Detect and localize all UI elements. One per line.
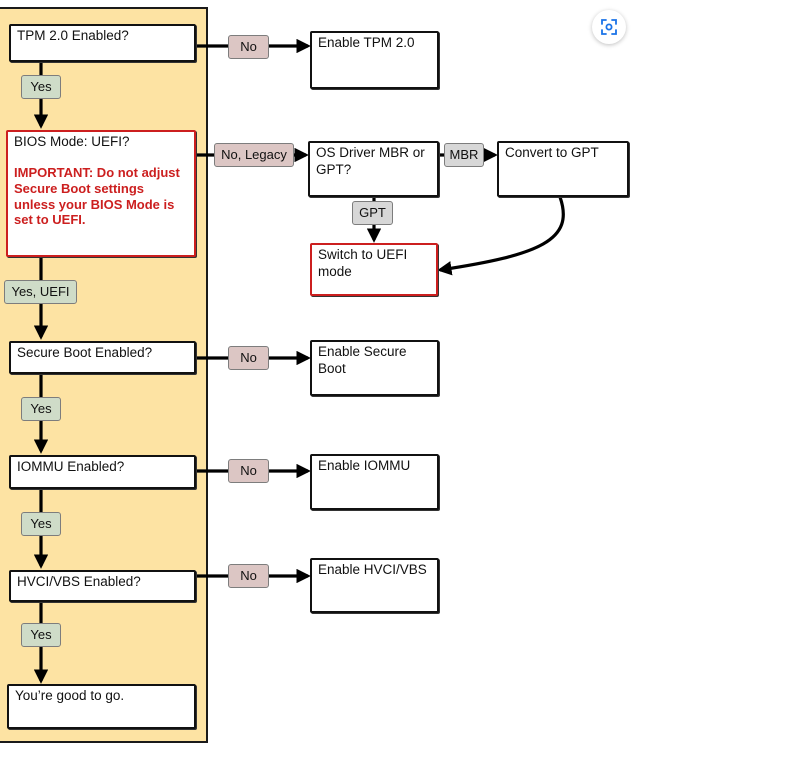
bios-no-legacy-label: No, Legacy	[214, 143, 294, 167]
hvci-question-text: HVCI/VBS Enabled?	[17, 574, 141, 589]
switch-uefi-box: Switch to UEFI mode	[310, 243, 438, 296]
iommu-question-box: IOMMU Enabled?	[9, 455, 196, 489]
iommu-no-label: No	[228, 459, 269, 483]
done-box: You’re good to go.	[7, 684, 196, 729]
bios-question-box: BIOS Mode: UEFI? IMPORTANT: Do not adjus…	[6, 130, 196, 257]
tpm-question-text: TPM 2.0 Enabled?	[17, 28, 129, 43]
convert-action-box: Convert to GPT	[497, 141, 629, 197]
hvci-yes-label: Yes	[21, 623, 61, 647]
done-text: You’re good to go.	[15, 688, 125, 703]
secure-boot-action-text: Enable Secure Boot	[318, 344, 407, 376]
iommu-action-text: Enable IOMMU	[318, 458, 411, 473]
main-flow-lane	[0, 7, 208, 743]
secure-boot-action-box: Enable Secure Boot	[310, 340, 439, 396]
switch-uefi-text: Switch to UEFI mode	[318, 247, 408, 279]
bios-warning-text: IMPORTANT: Do not adjust Secure Boot set…	[14, 164, 180, 228]
iommu-question-text: IOMMU Enabled?	[17, 459, 125, 474]
iommu-yes-label: Yes	[21, 512, 61, 536]
tpm-question-box: TPM 2.0 Enabled?	[9, 24, 196, 62]
hvci-no-label: No	[228, 564, 269, 588]
mbr-label: MBR	[444, 143, 484, 167]
os-driver-question-box: OS Driver MBR or GPT?	[308, 141, 439, 197]
iommu-action-box: Enable IOMMU	[310, 454, 439, 510]
os-driver-question-text: OS Driver MBR or GPT?	[316, 145, 425, 177]
tpm-yes-label: Yes	[21, 75, 61, 99]
secure-boot-no-label: No	[228, 346, 269, 370]
gpt-label: GPT	[352, 201, 393, 225]
bios-yes-uefi-label: Yes, UEFI	[4, 280, 77, 304]
secure-boot-question-text: Secure Boot Enabled?	[17, 345, 153, 360]
bios-question-text: BIOS Mode: UEFI?	[14, 134, 130, 149]
hvci-action-text: Enable HVCI/VBS	[318, 562, 427, 577]
secure-boot-question-box: Secure Boot Enabled?	[9, 341, 196, 374]
tpm-no-label: No	[228, 35, 269, 59]
tpm-action-box: Enable TPM 2.0	[310, 31, 439, 89]
hvci-question-box: HVCI/VBS Enabled?	[9, 570, 196, 602]
convert-action-text: Convert to GPT	[505, 145, 599, 160]
lens-search-button[interactable]	[592, 10, 626, 44]
secure-boot-yes-label: Yes	[21, 397, 61, 421]
tpm-action-text: Enable TPM 2.0	[318, 35, 415, 50]
hvci-action-box: Enable HVCI/VBS	[310, 558, 439, 613]
lens-icon	[601, 19, 617, 35]
